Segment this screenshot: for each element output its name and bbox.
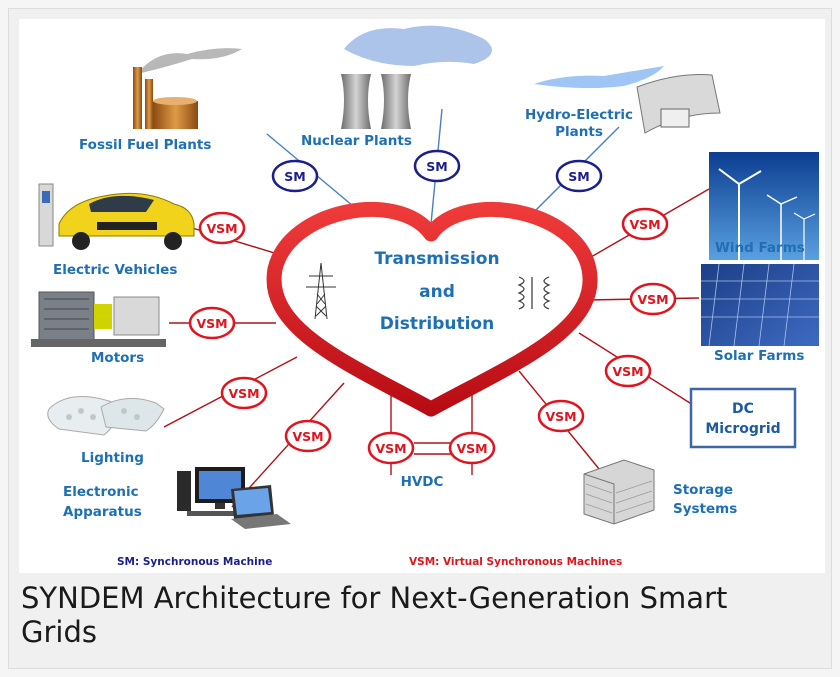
svg-text:VSM: VSM bbox=[206, 221, 237, 236]
ev-label: Electric Vehicles bbox=[53, 262, 177, 278]
nuclear-plant-illustration bbox=[341, 25, 492, 129]
dc-label-line2: Microgrid bbox=[705, 421, 780, 437]
transmission-tower-icon bbox=[306, 262, 336, 320]
svg-text:VSM: VSM bbox=[196, 316, 227, 331]
vsm-badge-electronic: VSM bbox=[284, 419, 332, 453]
vsm-badge-wind: VSM bbox=[621, 207, 669, 241]
center-line2: and bbox=[419, 282, 455, 302]
electronic-apparatus-illustration bbox=[177, 467, 291, 529]
nuclear-label: Nuclear Plants bbox=[301, 133, 412, 149]
solar-farm-photo bbox=[701, 263, 819, 347]
motor-illustration bbox=[31, 291, 166, 347]
vsm-badge-dc-microgrid: VSM bbox=[604, 354, 652, 388]
hydro-dam-illustration bbox=[534, 66, 721, 134]
sm-badge-fossil: SM bbox=[271, 159, 319, 193]
wind-farm-photo bbox=[709, 152, 819, 260]
vsm-badge-hvdc-right: VSM bbox=[448, 431, 496, 465]
vsm-badge-hvdc-left: VSM bbox=[367, 431, 415, 465]
svg-text:VSM: VSM bbox=[228, 386, 259, 401]
vsm-badge-lighting: VSM bbox=[220, 376, 268, 410]
svg-text:VSM: VSM bbox=[545, 409, 576, 424]
dc-microgrid-box bbox=[689, 387, 797, 449]
dc-label-line1: DC bbox=[732, 401, 754, 417]
storage-label-line1: Storage bbox=[673, 482, 733, 498]
legend-sm: SM: Synchronous Machine bbox=[117, 556, 272, 568]
svg-text:VSM: VSM bbox=[612, 364, 643, 379]
hvdc-label: HVDC bbox=[401, 474, 444, 490]
vsm-badge-motors: VSM bbox=[188, 306, 236, 340]
vsm-badge-storage: VSM bbox=[537, 399, 585, 433]
svg-text:VSM: VSM bbox=[375, 441, 406, 456]
svg-text:VSM: VSM bbox=[456, 441, 487, 456]
vsm-badge-ev: VSM bbox=[198, 211, 246, 245]
hvdc-link bbox=[414, 442, 451, 455]
hydro-label-line2: Plants bbox=[555, 124, 603, 140]
center-line1: Transmission bbox=[374, 249, 499, 269]
storage-systems-illustration bbox=[583, 459, 655, 525]
motors-label: Motors bbox=[91, 350, 144, 366]
svg-text:SM: SM bbox=[426, 159, 447, 174]
electronic-label-line1: Electronic bbox=[63, 484, 139, 500]
lighting-label: Lighting bbox=[81, 450, 144, 466]
figure-caption: SYNDEM Architecture for Next-Generation … bbox=[21, 581, 728, 649]
heart-shape bbox=[266, 201, 598, 417]
center-line3: Distribution bbox=[380, 314, 494, 334]
solar-label: Solar Farms bbox=[714, 348, 804, 364]
svg-text:VSM: VSM bbox=[629, 217, 660, 232]
svg-text:VSM: VSM bbox=[637, 292, 668, 307]
fossil-plant-illustration bbox=[133, 48, 242, 129]
storage-label-line2: Systems bbox=[673, 501, 737, 517]
electric-vehicle-illustration bbox=[38, 183, 195, 250]
legend-vsm: VSM: Virtual Synchronous Machines bbox=[409, 556, 622, 568]
svg-text:VSM: VSM bbox=[292, 429, 323, 444]
vsm-badge-solar: VSM bbox=[629, 282, 677, 316]
svg-text:SM: SM bbox=[284, 169, 305, 184]
electronic-label-line2: Apparatus bbox=[63, 504, 142, 520]
syndem-diagram: Transmission and Distribution Fossil Fue… bbox=[19, 19, 825, 573]
sm-badge-nuclear: SM bbox=[413, 149, 461, 183]
sm-badge-hydro: SM bbox=[555, 159, 603, 193]
transformer-icon bbox=[517, 276, 551, 310]
hydro-label-line1: Hydro-Electric bbox=[525, 107, 633, 123]
wind-label: Wind Farms bbox=[715, 240, 805, 256]
fossil-label: Fossil Fuel Plants bbox=[79, 137, 211, 153]
svg-text:SM: SM bbox=[568, 169, 589, 184]
lighting-illustration bbox=[47, 396, 165, 436]
